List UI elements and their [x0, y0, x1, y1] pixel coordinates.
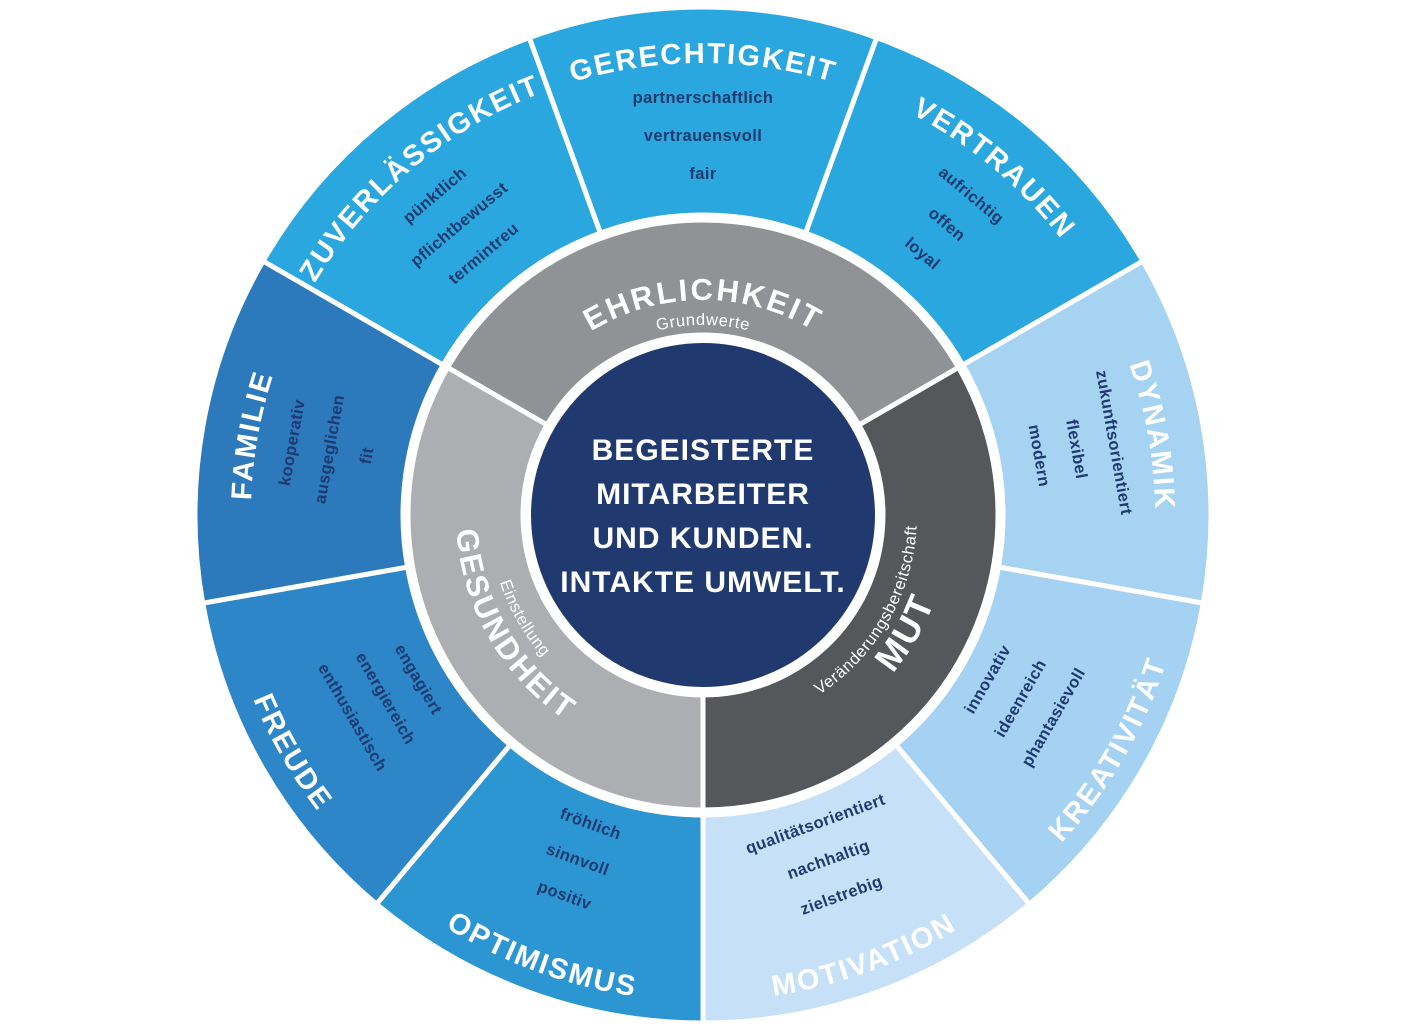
- center-circle: [525, 337, 881, 693]
- keyword-gerechtigkeit-2: fair: [689, 165, 716, 183]
- ring-subtitle-ehrlichkeit: Grundwerte: [654, 311, 751, 335]
- center-line-3: INTAKTE UMWELT.: [560, 566, 846, 599]
- ring-segment-ehrlichkeit: [445, 217, 961, 428]
- ring-segment-gesundheit: [405, 365, 706, 813]
- center-line-1: MITARBEITER: [596, 478, 810, 511]
- keyword-gerechtigkeit-1: vertrauensvoll: [644, 127, 762, 145]
- center-statement: BEGEISTERTE MITARBEITER UND KUNDEN. INTAKTE…: [560, 434, 846, 599]
- ring-segment-mut: [700, 365, 1001, 813]
- center-line-2: UND KUNDEN.: [593, 522, 814, 555]
- segment-zuverlassigkeit: [260, 35, 603, 368]
- keyword-gerechtigkeit-0: partnerschaftlich: [633, 89, 774, 107]
- center-line-0: BEGEISTERTE: [592, 434, 815, 467]
- keyword-familie-2: fit: [357, 446, 378, 466]
- ring-subtitle-ehrlichkeit-text: Grundwerte: [654, 311, 751, 335]
